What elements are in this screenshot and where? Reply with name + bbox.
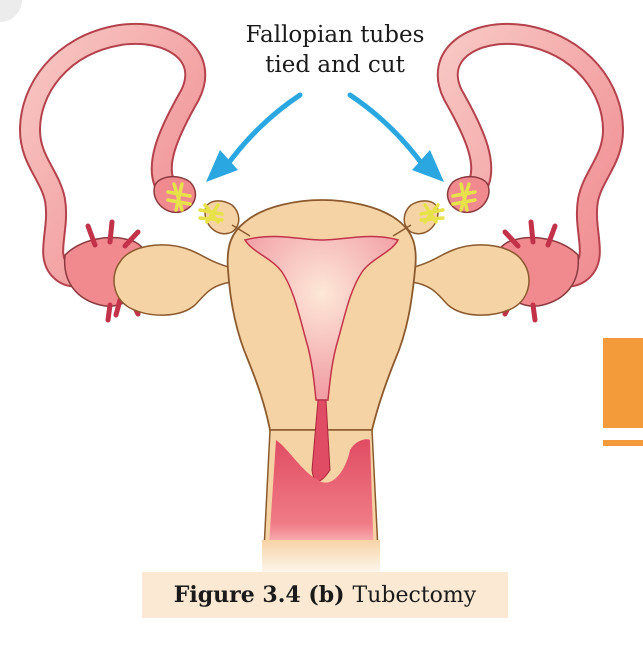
right-fallopian-tube [436,22,625,288]
right-arrow [347,92,444,182]
tubes-annotation: Fallopian tubes tied and cut [215,20,455,80]
figure-caption: Figure 3.4 (b) Tubectomy [142,572,508,618]
left-ligature-inner [198,203,224,224]
right-ovary [410,244,530,316]
annotation-line-1: Fallopian tubes [245,22,425,48]
vaginal-canal [268,439,374,560]
left-ligature-outer [166,182,192,212]
figure-title: Tubectomy [352,582,477,608]
right-ligature-inner [419,203,445,224]
edge-tab [603,338,643,428]
right-ligature-outer [451,182,477,212]
annotation-line-2: tied and cut [265,52,405,78]
left-ovary [113,244,233,316]
figure-label: Figure 3.4 (b) [173,582,345,608]
uterine-cavity [243,235,400,401]
left-arrow [206,92,303,182]
edge-line [603,440,643,446]
left-fallopian-tube [18,22,207,288]
